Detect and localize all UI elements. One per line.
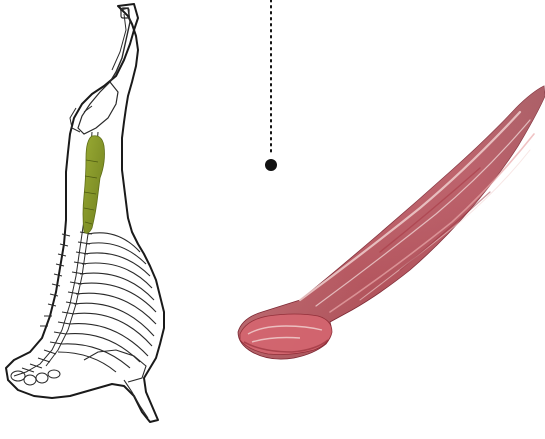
leader-dot: [265, 159, 277, 171]
leader-line: [265, 0, 277, 171]
tenderloin-head: [240, 314, 332, 355]
carcass-illustration: [6, 4, 164, 422]
tenderloin-photo: [238, 86, 545, 359]
